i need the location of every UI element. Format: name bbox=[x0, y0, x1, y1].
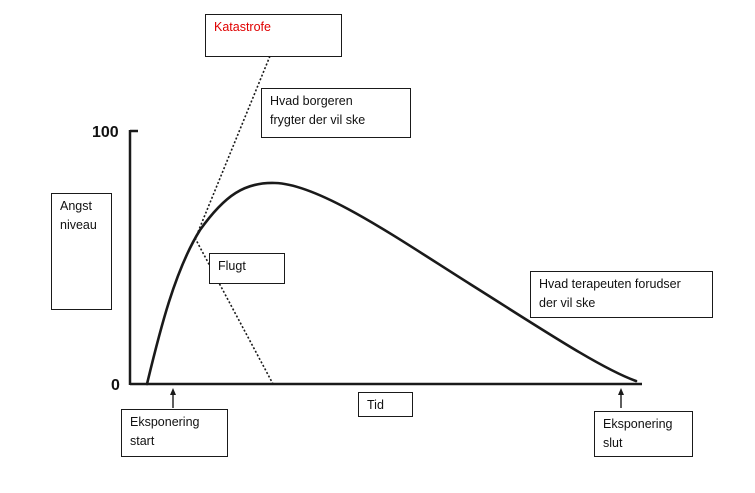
time-label: Tid bbox=[358, 392, 413, 417]
exposure-start-arrowhead bbox=[170, 388, 176, 395]
anxiety-level-label: Angst niveau bbox=[51, 193, 112, 310]
catastrophe-label: Katastrofe bbox=[205, 14, 342, 57]
y-axis-min-label: 0 bbox=[111, 377, 120, 394]
exposure-end-arrowhead bbox=[618, 388, 624, 395]
y-axis-max-label: 100 bbox=[92, 124, 119, 141]
exposure-end-label: Eksponering slut bbox=[594, 411, 693, 457]
escape-label: Flugt bbox=[209, 253, 285, 284]
catastrophe-dotted-line bbox=[197, 55, 271, 233]
therapist-prediction-label: Hvad terapeuten forudser der vil ske bbox=[530, 271, 713, 318]
escape-dotted-line bbox=[194, 237, 274, 385]
feared-outcome-label: Hvad borgeren frygter der vil ske bbox=[261, 88, 411, 138]
exposure-start-label: Eksponering start bbox=[121, 409, 228, 457]
anxiety-curve bbox=[145, 181, 638, 386]
